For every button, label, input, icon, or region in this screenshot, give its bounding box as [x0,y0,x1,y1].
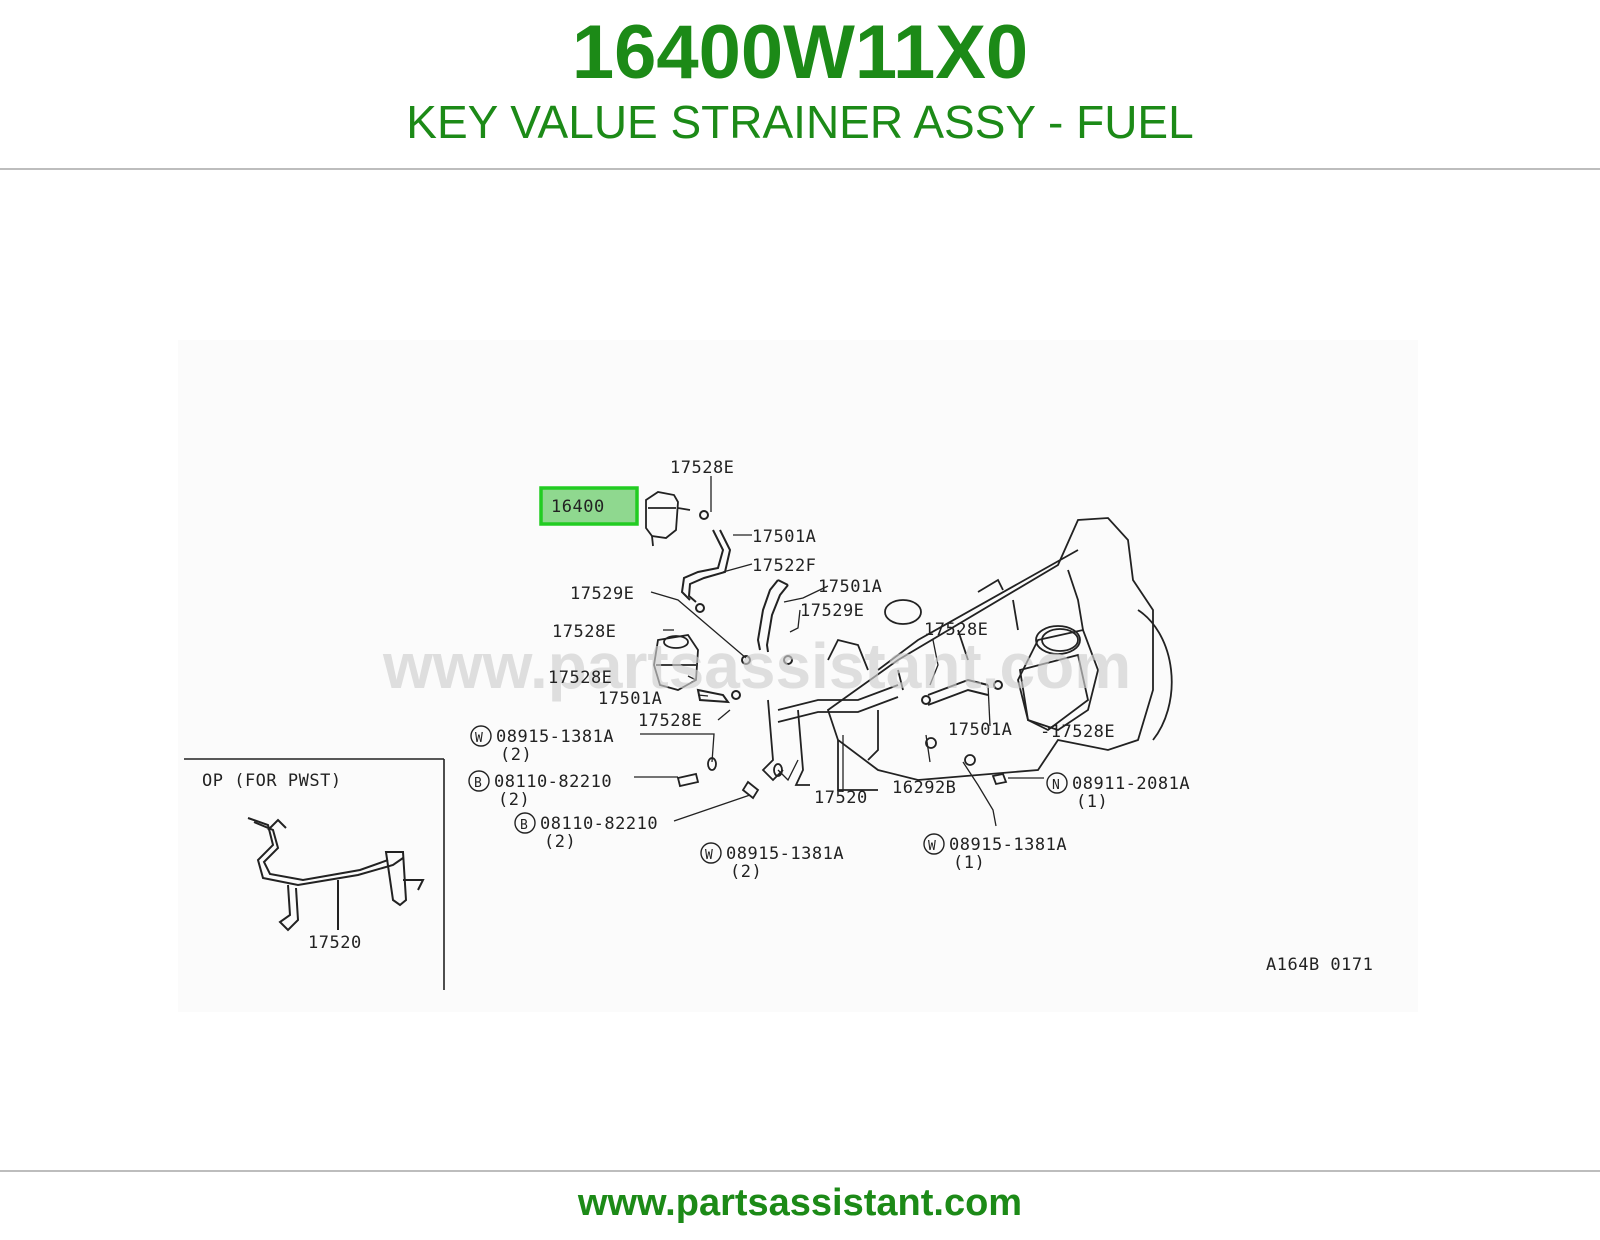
washer-letter-3: W [928,839,936,854]
label-17520[interactable]: 17520 [814,788,868,808]
label-17501A-4[interactable]: 17501A [948,720,1012,740]
label-washer-2[interactable]: 08915-1381A [726,844,844,864]
washer-symbol-1 [470,725,492,747]
header-divider [0,168,1600,170]
inset-pipe-drawing [247,817,425,932]
label-bolt-1-qty: (2) [498,790,530,810]
fuel-strainer-drawing [645,491,691,547]
diagram-background [178,340,1418,1012]
fuel-hose-drawing [680,510,1003,706]
highlighted-part-label[interactable]: 16400 [551,497,605,517]
carburetor-drawing [1018,628,1090,732]
highlighted-part-box[interactable] [539,486,639,526]
bolt-symbol-2 [514,812,536,834]
label-17528E-far[interactable]: -17528E [1040,722,1115,742]
engine-drawing [761,517,1173,791]
part-labels: 17528E 17501A 17522F 17501A 17529E 17529… [468,458,1190,882]
inset-part-label: 17520 [308,933,362,953]
footer-divider [0,1170,1600,1172]
bolt-symbol-1 [468,770,490,792]
parts-diagram: OP (FOR PWST) 17520 [178,340,1418,1012]
nut-letter: N [1052,778,1060,793]
label-washer-1[interactable]: 08915-1381A [496,727,614,747]
nut-symbol [1046,772,1068,794]
part-number-title: 16400W11X0 [571,10,1029,95]
label-17529E-right[interactable]: 17529E [800,601,864,621]
part-name-subtitle: KEY VALUE STRAINER ASSY - FUEL [406,96,1194,148]
label-17528E-low2[interactable]: 17528E [638,711,702,731]
inset-panel [184,758,445,990]
label-17528E-mid[interactable]: 17528E [552,622,616,642]
label-17529E-left[interactable]: 17529E [570,584,634,604]
leader-lines [634,476,1055,827]
label-17501A-2[interactable]: 17501A [818,577,882,597]
label-washer-3-qty: (1) [953,853,985,873]
footer-url[interactable]: www.partsassistant.com [577,1182,1023,1224]
washer-symbol-3 [923,833,945,855]
parts-diagram-svg: OP (FOR PWST) 17520 [178,340,1418,1012]
label-bolt-2[interactable]: 08110-82210 [540,814,658,834]
label-washer-1-qty: (2) [500,745,532,765]
fastener-drawings [676,737,1008,800]
page-header: 16400W11X0 KEY VALUE STRAINER ASSY - FUE… [0,0,1600,168]
bolt-letter-2: B [520,818,528,833]
figure-code: A164B 0171 [1266,955,1373,975]
label-17528E-low[interactable]: 17528E [548,668,612,688]
label-bolt-1[interactable]: 08110-82210 [494,772,612,792]
label-nut[interactable]: 08911-2081A [1072,774,1190,794]
watermark: www.partsassistant.com [382,630,1131,702]
label-bolt-2-qty: (2) [544,832,576,852]
bolt-letter-1: B [474,776,482,791]
label-17501A-3[interactable]: 17501A [598,689,662,709]
label-17501A-1[interactable]: 17501A [752,527,816,547]
label-washer-3[interactable]: 08915-1381A [949,835,1067,855]
label-16292B[interactable]: 16292B [892,778,956,798]
label-washer-2-qty: (2) [730,862,762,882]
label-17528E-right[interactable]: 17528E [924,620,988,640]
label-17522F[interactable]: 17522F [752,556,816,576]
washer-symbol-2 [700,842,722,864]
label-17528E-top[interactable]: 17528E [670,458,734,478]
washer-letter-1: W [475,731,483,746]
washer-letter-2: W [705,848,713,863]
inset-title: OP (FOR PWST) [202,771,342,791]
fuel-pump-drawing [653,634,699,691]
label-nut-qty: (1) [1076,792,1108,812]
